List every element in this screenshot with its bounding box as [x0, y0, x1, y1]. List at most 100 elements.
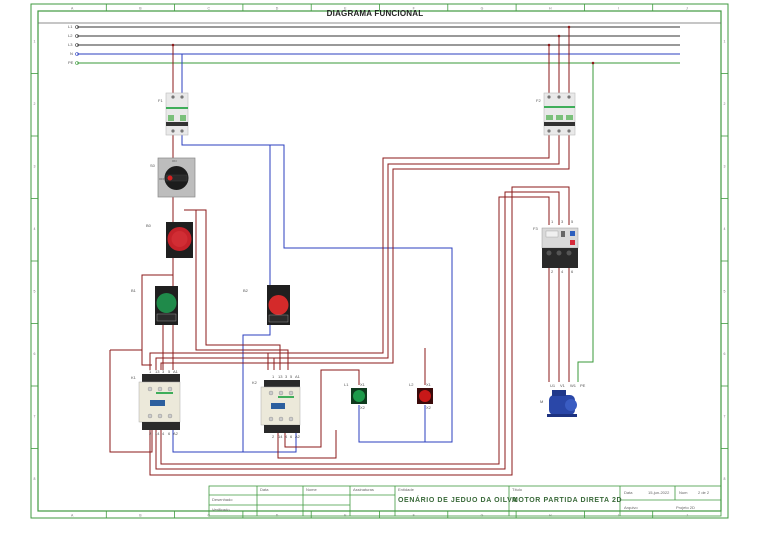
column-label: G: [481, 514, 484, 518]
wire-b0-k2-b: [195, 210, 289, 370]
column-label: B: [139, 7, 142, 11]
k1-t-5: 5: [168, 369, 171, 374]
contactor-k2[interactable]: [260, 380, 301, 433]
k2-t-3: 3: [285, 374, 288, 379]
m-w1: W1: [570, 383, 576, 388]
tb-num-label: Num: [679, 490, 688, 495]
column-label: F: [413, 7, 415, 11]
tb-arquivo-label: Arquivo: [624, 505, 638, 510]
column-label: G: [481, 7, 484, 11]
bus-label-l1: L1: [68, 24, 73, 29]
row-label: 5: [724, 289, 726, 293]
wire-k1-loop: [109, 350, 153, 453]
column-label: A: [71, 514, 74, 518]
pushbutton-b1[interactable]: [155, 286, 178, 325]
column-label: I: [618, 514, 619, 518]
l2-x2: X2: [426, 405, 431, 410]
bus-label-l2: L2: [68, 33, 73, 38]
row-label: 1: [724, 39, 726, 43]
tag-s0: S0: [150, 163, 155, 168]
wire-b0-k2: [184, 209, 281, 370]
tag-l1: L1: [344, 382, 349, 387]
l1-x1: X1: [360, 382, 365, 387]
bus-label-pe: PE: [68, 60, 74, 65]
f3-b-2: 2: [551, 269, 554, 274]
wire-b0-k1-hold: [141, 274, 173, 366]
column-label: B: [139, 514, 142, 518]
column-label: H: [549, 7, 552, 11]
tb-row-desenhado: Desenhado: [212, 497, 233, 502]
contactor-k1[interactable]: [138, 374, 181, 430]
motor-m: [547, 390, 577, 417]
wire-f2-k-l3: [160, 135, 570, 370]
junction-f2-l1: [547, 43, 551, 47]
row-label: 1: [34, 39, 36, 43]
tag-b2: B2: [243, 288, 248, 293]
selector-switch-s0[interactable]: [157, 157, 196, 198]
k2-t-13: 13: [278, 374, 283, 379]
m-u1: U1: [550, 383, 556, 388]
terminal-pe: [75, 61, 79, 65]
wire-neutral-main: [181, 135, 453, 443]
row-label: 7: [34, 414, 36, 418]
k2-b-4: 4: [285, 434, 288, 439]
tb-row-verificado: Verificado: [212, 507, 230, 512]
tb-data-label: Data: [624, 490, 633, 495]
tag-l2: L2: [409, 382, 414, 387]
tb-data-value: 15-jun-2022: [648, 490, 670, 495]
wire-k1-f3-a: [149, 186, 570, 476]
wire-neutral-k2a2: [243, 430, 297, 453]
s0-off-label: OFF: [159, 177, 165, 181]
emergency-stop-b0[interactable]: [166, 222, 193, 258]
column-label: H: [549, 514, 552, 518]
row-label: 3: [724, 164, 726, 168]
inner-frame: [37, 10, 722, 512]
f3-t-3: 3: [561, 219, 564, 224]
tb-titulo-value: MOTOR PARTIDA DIRETA 2D: [512, 497, 623, 504]
terminal-l2: [75, 34, 79, 38]
row-label: 4: [34, 227, 36, 231]
breaker-f2[interactable]: [543, 92, 576, 136]
k1-b-6: 6: [168, 431, 171, 436]
k1-t-a1: A1: [173, 369, 178, 374]
tb-col-data: Data: [260, 487, 269, 492]
pushbutton-b2[interactable]: [267, 285, 290, 325]
k1-b-2: 2: [149, 431, 152, 436]
k2-t-5: 5: [290, 374, 293, 379]
row-label: 7: [724, 414, 726, 418]
wire-f2-k-l1: [149, 135, 550, 370]
k2-b-2: 2: [272, 434, 275, 439]
k2-t-1: 1: [272, 374, 275, 379]
tb-num-value: 2 de 2: [698, 490, 710, 495]
row-label: 8: [724, 477, 726, 481]
terminal-n: [75, 52, 79, 56]
k1-t-1: 1: [149, 369, 152, 374]
tb-arquivo-value: Projeto 2D: [676, 505, 695, 510]
pilot-light-l1: [351, 388, 367, 404]
s0-on-label: ON: [172, 159, 177, 163]
wire-k2-l1-lamp: [284, 369, 360, 448]
column-label: E: [344, 514, 347, 518]
k2-b-14: 14: [278, 434, 283, 439]
f3-b-4: 4: [561, 269, 564, 274]
page-title: DIAGRAMA FUNCIONAL: [326, 9, 424, 18]
row-label: 2: [34, 102, 36, 106]
wire-f2-k-l2: [155, 135, 560, 370]
wire-k2-out-a: [277, 430, 337, 459]
breaker-f1[interactable]: [165, 92, 189, 136]
column-label: E: [344, 7, 347, 11]
overload-relay-f3[interactable]: [541, 227, 579, 268]
wire-k2-l1: [267, 352, 383, 370]
wire-neutral-k1a2: [172, 325, 271, 453]
junction-f1-l: [171, 43, 175, 47]
column-label: D: [276, 514, 279, 518]
tag-b1: B1: [131, 288, 136, 293]
column-label: C: [207, 7, 210, 11]
k1-b-4: 4: [162, 431, 165, 436]
tb-col-assinaturas: Assinaturas: [353, 487, 374, 492]
f3-b-6: 6: [571, 269, 574, 274]
column-label: J: [686, 514, 688, 518]
